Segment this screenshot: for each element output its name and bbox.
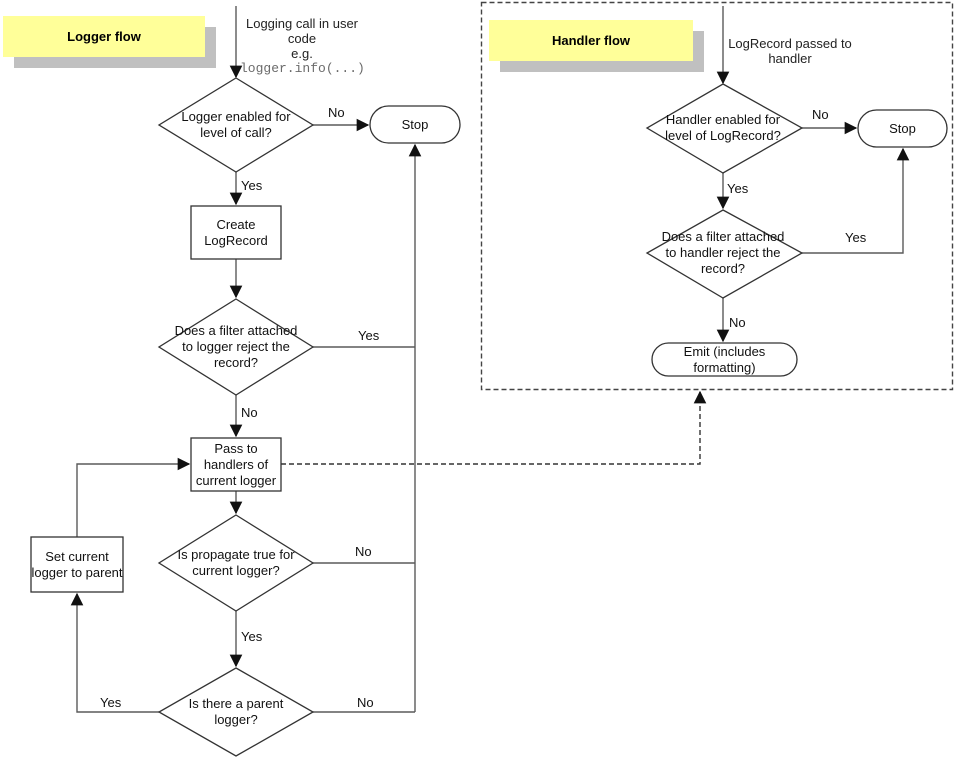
label-logger-enabled: Logger enabled for level of call? [181,109,291,140]
label-logger-filter: Does a filter attached to logger reject … [174,323,298,370]
edge-label-yes-henabled: Yes [727,181,749,196]
diamond-logger-enabled [157,77,315,173]
diamond-propagate [157,514,315,612]
edge-setcurrent-to-pass [76,457,191,537]
diamond-handler-filter [645,209,804,299]
label-parent-logger: Is there a parent logger? [188,696,284,727]
edge-hfilter-yes [802,147,910,254]
logger-entry-text: Logging call in user code e.g. logger.in… [240,16,365,76]
label-emit: Emit (includes formatting) [683,343,766,375]
handler-connectors [716,6,910,343]
edge-label-no-henabled: No [812,107,829,122]
process-create-logrecord [190,205,282,260]
diamond-handler-enabled [645,83,804,174]
handler-flow-title: Handler flow [489,20,693,61]
handler-entry-text: LogRecord passed to handler [728,36,852,66]
logger-flow-title: Logger flow [3,16,205,57]
diamond-parent-logger [157,667,315,757]
logger-shapes [30,77,461,757]
handler-entry-line1: LogRecord passed to [728,36,852,51]
edge-label-no-parent: No [357,695,374,710]
terminator-logger-stop [369,105,461,144]
terminator-handler-stop [857,109,948,148]
edge-pass-to-handler-flow [281,390,707,465]
label-create-logrecord: Create LogRecord [204,216,268,248]
edge-label-no-filter: No [241,405,258,420]
edge-label-yes-enabled: Yes [241,178,263,193]
process-pass-to-handlers [190,437,282,492]
label-handler-stop: Stop [889,120,916,136]
edge-label-yes-parent: Yes [100,695,122,710]
logger-entry-code: logger.info(...) [240,61,365,76]
logger-entry-line1: Logging call in user [245,16,359,31]
label-handler-filter: Does a filter attached to handler reject… [661,229,785,276]
label-logger-stop: Stop [401,116,429,132]
edge-parent-yes-loop [70,592,159,713]
handler-entry-line2: handler [768,51,812,66]
terminator-emit [651,342,798,377]
label-handler-enabled: Handler enabled for level of LogRecord? [665,112,781,143]
label-set-current-logger: Set current logger to parent [31,548,123,580]
logger-connectors [70,6,707,713]
edge-label-yes-filter: Yes [358,328,380,343]
label-propagate: Is propagate true for current logger? [177,547,295,578]
edge-label-no-propagate: No [355,544,372,559]
edge-label-no-enabled: No [328,105,345,120]
logger-entry-line3: e.g. [291,46,313,61]
diamond-logger-filter [157,298,315,396]
label-pass-to-handlers: Pass to handlers of current logger [195,440,277,488]
edge-label-no-hfilter: No [729,315,746,330]
edge-label-yes-hfilter: Yes [845,230,867,245]
logger-entry-line2: code [287,31,317,46]
handler-shapes [645,83,948,377]
edge-label-yes-propagate: Yes [241,629,263,644]
process-set-current-logger [30,536,124,593]
handler-flow-frame [480,1,954,391]
